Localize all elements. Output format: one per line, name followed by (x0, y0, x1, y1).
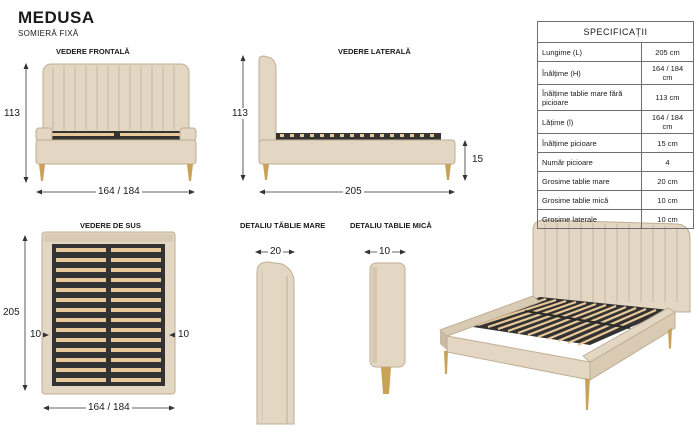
side-leg-dim: 15 (472, 154, 484, 165)
spec-label: Lungime (L) (537, 42, 642, 62)
table-row: Lungime (L)205 cm (537, 42, 694, 62)
spec-value: 164 / 184 cm (641, 110, 694, 134)
spec-value: 4 (641, 152, 694, 172)
spec-value: 20 cm (641, 171, 694, 191)
table-row: Lățime (l)164 / 184 cm (537, 110, 694, 134)
spec-label: Lățime (l) (537, 110, 642, 134)
spec-label: Grosime tablie mică (537, 190, 642, 210)
product-title: MEDUSA (18, 8, 95, 27)
side-length-dim: 205 (343, 186, 364, 197)
front-view-label: VEDERE FRONTALĂ (56, 47, 130, 56)
spec-label: Înălțime picioare (537, 133, 642, 153)
detail-small-label: DETALIU TABLIE MICĂ (350, 221, 432, 230)
top-view-label: VEDERE DE SUS (80, 221, 141, 230)
detail-small-dim: 10 (377, 246, 393, 257)
spec-value: 15 cm (641, 133, 694, 153)
product-subtitle: SOMIERĂ FIXĂ (18, 29, 79, 38)
spec-label: Grosime tablie mare (537, 171, 642, 191)
spec-table-title: SPECIFICAȚII (537, 21, 694, 43)
detail-large-dim: 20 (268, 246, 284, 257)
spec-table: SPECIFICAȚII Lungime (L)205 cm Înălțime … (537, 21, 694, 229)
spec-label: Număr picioare (537, 152, 642, 172)
front-width-dim: 164 / 184 (96, 186, 142, 197)
spec-label: Grosime laterale (537, 209, 642, 229)
spec-label: Înălțime (H) (537, 61, 642, 85)
table-row: Înălțime (H)164 / 184 cm (537, 61, 694, 85)
spec-label: Înălțime tablie mare fără picioare (537, 84, 642, 111)
spec-value: 113 cm (641, 84, 694, 111)
top-width-dim: 164 / 184 (86, 402, 132, 413)
top-side-right-dim: 10 (178, 329, 190, 340)
side-view-label: VEDERE LATERALĂ (338, 47, 411, 56)
front-height-dim: 113 (4, 108, 20, 119)
top-length-dim: 205 (3, 307, 20, 318)
side-height-dim: 113 (232, 108, 248, 119)
spec-value: 10 cm (641, 209, 694, 229)
top-side-left-dim: 10 (30, 329, 42, 340)
spec-value: 164 / 184 cm (641, 61, 694, 85)
detail-large-label: DETALIU TĂBLIE MARE (240, 221, 326, 230)
spec-value: 205 cm (641, 42, 694, 62)
spec-value: 10 cm (641, 190, 694, 210)
